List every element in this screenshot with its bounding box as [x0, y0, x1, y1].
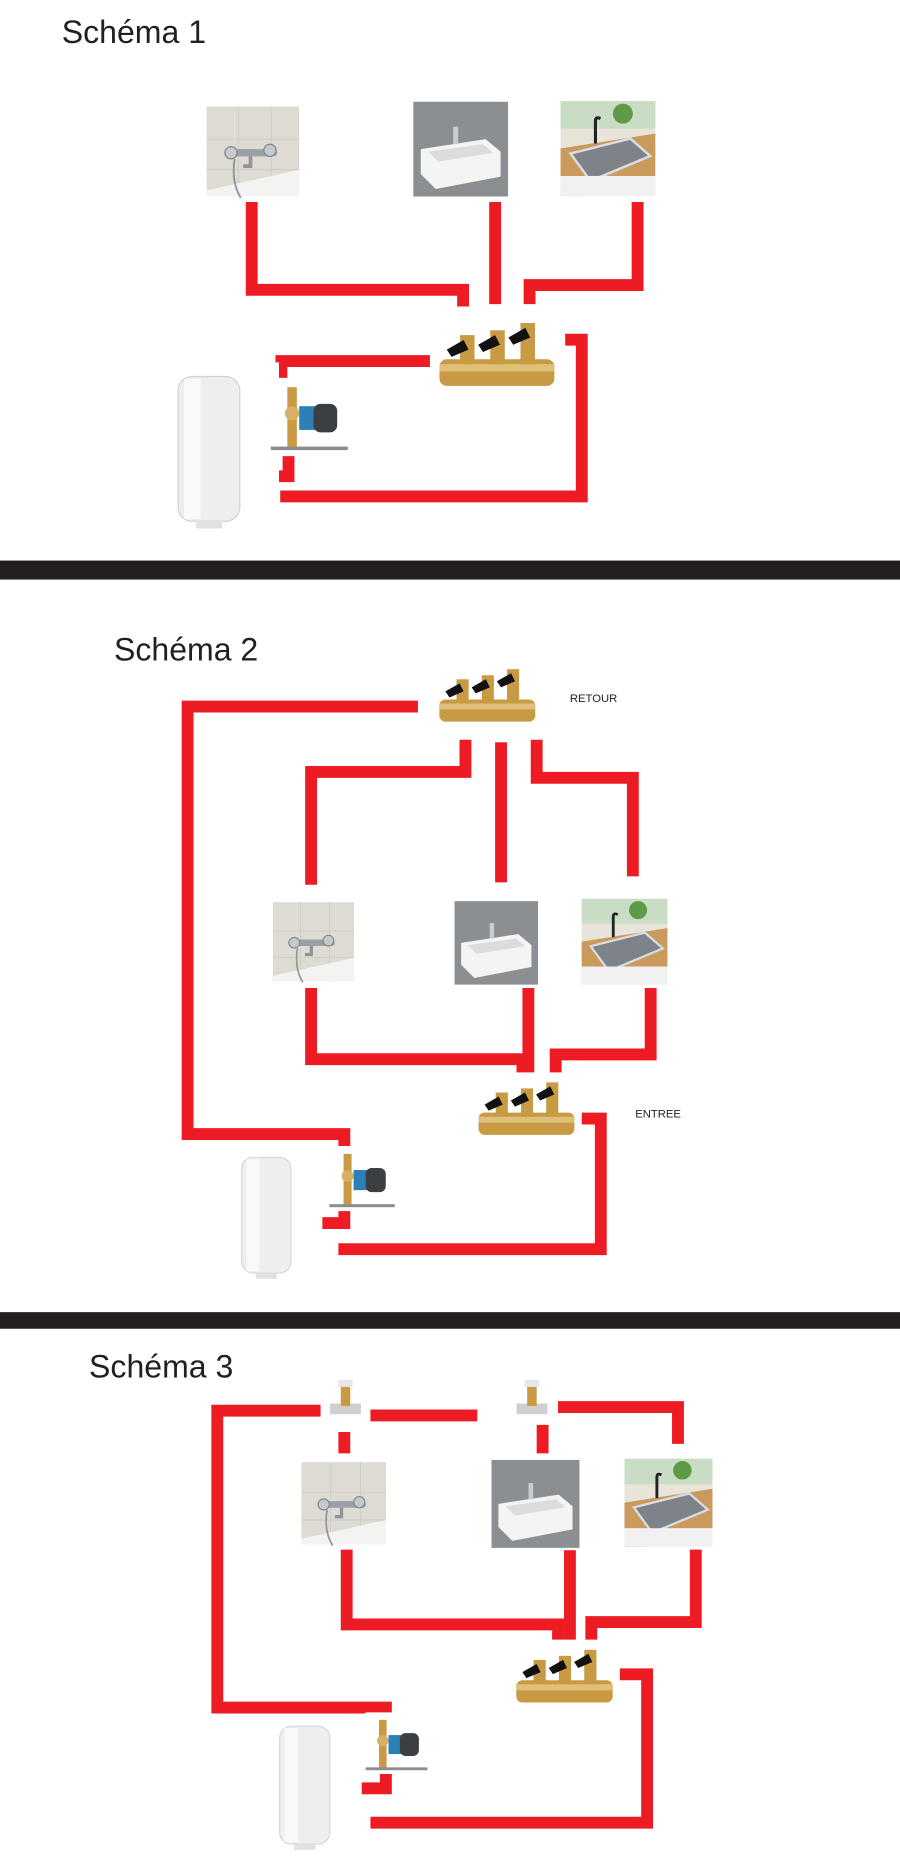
bath-mixer-image: [204, 101, 302, 202]
pipe: [549, 987, 657, 1081]
pipe: [530, 738, 639, 877]
circulator-pump-image: [329, 1145, 395, 1212]
pipe-network: [181, 201, 702, 1829]
circulator-pump-image: [270, 377, 348, 455]
brass-manifold-image: [508, 1639, 620, 1721]
pipe: [585, 1549, 702, 1649]
pipe: [523, 201, 644, 305]
schema-title: Schéma 3: [89, 1348, 233, 1384]
schema-title: Schéma 2: [114, 631, 258, 667]
pipe: [275, 355, 434, 383]
pipe: [558, 1401, 684, 1444]
inlet-label: ENTREE: [635, 1108, 681, 1120]
water-heater-image: [226, 1145, 323, 1289]
divider: [0, 560, 900, 580]
pipe: [181, 700, 418, 1155]
pipe: [340, 1549, 564, 1649]
kitchen-sink-image: [622, 1455, 715, 1550]
schema-1: Schéma 1: [62, 14, 658, 541]
bath-mixer-image: [299, 1458, 389, 1549]
tee-valve-image: [325, 1377, 366, 1421]
return-label: RETOUR: [570, 693, 617, 705]
kitchen-sink-image: [558, 98, 658, 199]
pipe: [338, 1112, 607, 1256]
pipe: [356, 1774, 392, 1795]
schema-3: Schéma 3: [89, 1348, 715, 1860]
pipe: [211, 1404, 392, 1725]
washbasin-image: [489, 1457, 582, 1551]
washbasin-image: [452, 898, 541, 987]
tee-valve-image: [511, 1377, 553, 1421]
water-heater-image: [160, 362, 280, 541]
pipe: [370, 1668, 654, 1829]
inlet-manifold-image: [470, 1072, 582, 1154]
circulator-pump-image: [365, 1712, 428, 1775]
schema-2: Schéma 2 RETOUR ENTREE: [114, 631, 681, 1289]
brass-manifold-image: [429, 310, 563, 408]
water-heater-image: [264, 1714, 363, 1860]
pipe: [305, 987, 529, 1081]
pipe: [305, 736, 472, 885]
schema-title: Schéma 1: [62, 14, 206, 50]
divider: [0, 1312, 900, 1329]
return-manifold-image: [431, 659, 543, 740]
pipe: [245, 201, 469, 307]
bath-mixer-image: [270, 898, 357, 985]
washbasin-image: [410, 99, 511, 200]
kitchen-sink-image: [579, 896, 670, 987]
pipe: [280, 333, 588, 503]
